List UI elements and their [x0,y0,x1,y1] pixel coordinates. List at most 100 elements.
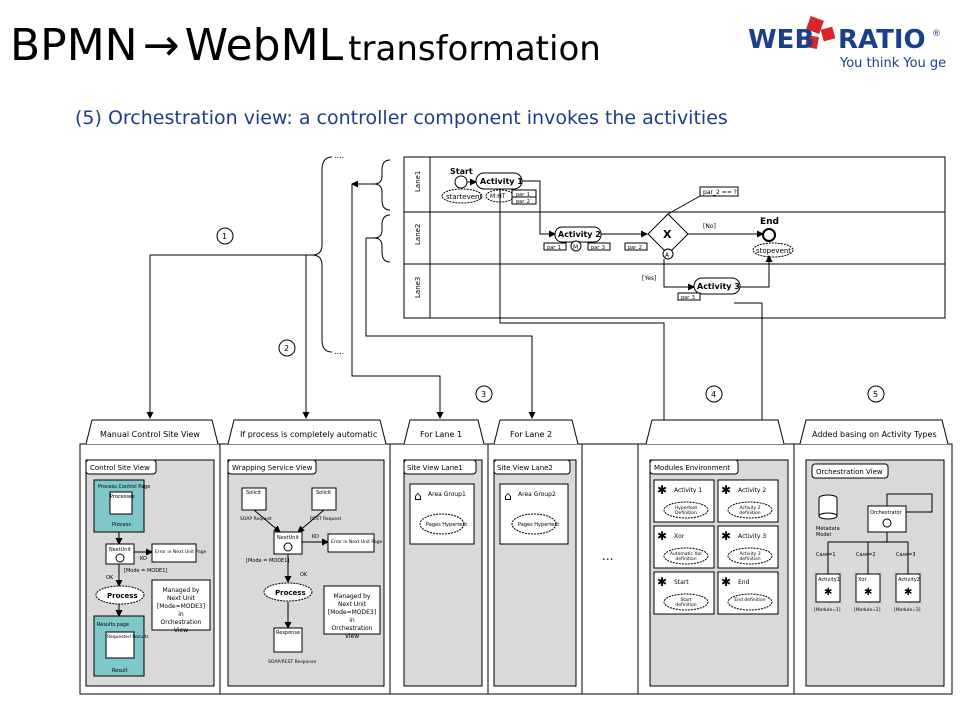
rest-request-label: REST Request [310,516,342,522]
result-label: Result [112,668,127,674]
brace-dots-top: .... [334,151,344,160]
site-view-lane-2-label: Site View Lane2 [497,464,553,472]
a2-m: M [573,244,578,251]
next-unit-label: NextUnit [109,547,131,553]
site-view-lane-1: Site View Lane1 ⌂ Area Group1 Pages Hype… [403,459,483,687]
solicit-rest: Solicit [316,490,331,496]
brace-dots-bottom: .... [334,347,344,356]
puzzle-icon: ✱ [864,587,872,598]
lane-label-2: Lane2 [414,224,422,245]
logo-square-3 [805,35,819,49]
case-label: Case=1 [816,552,836,558]
puzzle-icon: ✱ [657,575,667,589]
module-name: Activity 2 [738,487,766,494]
module-param: [Module=2] [854,607,881,613]
no-label: [No] [703,223,716,230]
unit-label: Activity2 [898,577,920,583]
solicit-soap: Solicit [246,490,261,496]
wsv-process: Process [275,589,306,597]
puzzle-icon: ✱ [657,529,667,543]
results-page-label: Results page [97,622,129,628]
modules-environment: Modules Environment ✱Activity 1Hypertext… [649,459,789,687]
logo-reg: ® [932,29,941,39]
area-group-2: Area Group2 [518,491,556,498]
puzzle-icon: ✱ [824,587,832,598]
wsv-soap-rest-response: SOAP/REST Response [268,659,316,665]
puzzle-icon: ✱ [904,587,912,598]
module-name: Start [674,579,689,586]
wrapping-service-view-label: Wrapping Service View [232,464,313,472]
orchestration-view-label: Orchestration View [816,468,883,476]
end-event [762,228,776,242]
start-label: Start [450,167,473,176]
gw-par-2: par_2 [628,245,642,251]
gateway-x: X [663,228,672,241]
soap-request-label: SOAP Request [240,516,272,522]
house-icon-2: ⌂ [504,489,512,503]
wsv-error: Error in Next Unit Page [331,539,383,545]
startevent-label: startevent [446,193,482,201]
puzzle-icon: ✱ [657,483,667,497]
orchestration-units: Case=1Activity1✱[Module=1]Case=2Xor✱[Mod… [814,542,921,613]
logo-ratio: RATIO [838,25,926,55]
process-label: Process [107,592,138,600]
end-label: End [760,217,779,227]
ellipsis: ... [602,549,613,563]
module-param: [Module=1] [814,607,841,613]
tab-automatic: If process is completely automatic [240,430,377,439]
pages-hypertext-2: Pages Hypertext [518,522,559,528]
ko-label: KO [140,556,147,562]
mode-label: [Mode = MODE1] [124,568,167,574]
module-name: Xor [674,533,685,540]
control-site-view-label: Control Site View [90,464,150,472]
svg-text:3: 3 [481,390,486,399]
tab-orchestration: Added basing on Activity Types [812,430,937,439]
m-ht-label: M:HT [490,193,506,200]
wsv-mode: [Mode = MODE1] [246,558,289,564]
case-label: Case=2 [856,552,876,558]
tab-lane-2: For Lane 2 [510,430,552,439]
a3-par-3: par_3 [681,295,695,301]
module-name: Activity 3 [738,533,766,540]
title-webml: WebML [184,20,344,71]
activity-1-label: Activity 1 [480,177,523,186]
activity-2-label: Activity 2 [558,230,601,239]
puzzle-icon: ✱ [721,483,731,497]
lane-label-3: Lane3 [414,277,422,298]
module-definition: End definition [734,597,765,603]
svg-text:1: 1 [222,232,227,241]
process-small-label: Process [112,522,131,528]
logo-square-2 [820,26,836,42]
par-2-label: par_2 [516,199,530,205]
ok-label: OK [106,575,114,581]
activity-3-label: Activity 3 [697,282,740,291]
unit-label: Activity1 [818,577,840,583]
par-1-label: par_1 [516,192,530,198]
wsv-ko: KO [312,534,319,540]
gateway-a: A [665,252,670,259]
requested-results-label: Requested Results [107,634,149,640]
wsv-response: Response [276,630,300,636]
processes-label: Processes [110,494,135,500]
orchestrator-label: Orchestrator [870,510,903,516]
module-name: End [738,579,750,586]
case-label: Case=3 [896,552,916,558]
marker-2: 2 [278,339,296,357]
marker-4: 4 [705,385,723,403]
site-view-lane-2: Site View Lane2 ⌂ Area Group2 Pages Hype… [493,459,577,687]
slide-title: BPMN → WebML transformation [10,20,601,71]
site-view-lane-1-label: Site View Lane1 [407,464,463,472]
control-site-view: Control Site View Process Control Page P… [85,459,215,687]
pages-hypertext-1: Pages Hypertext [426,522,467,528]
